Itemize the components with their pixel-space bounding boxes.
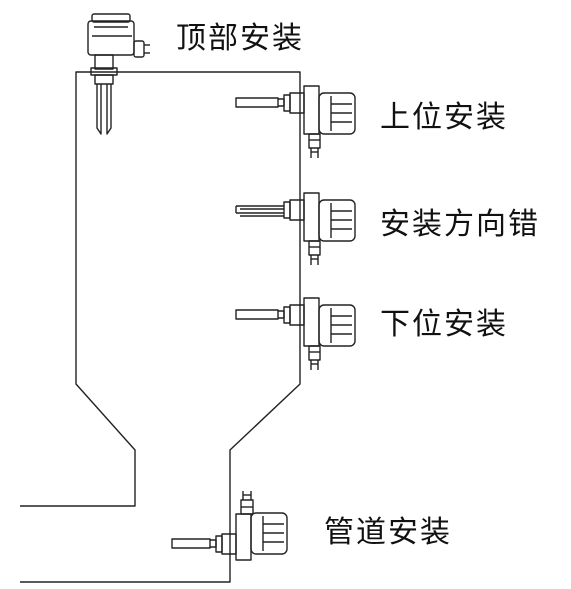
pipe-mount-sensor [171,491,288,561]
vessel-outline [20,71,301,583]
lower-mount-sensor [235,297,356,370]
label-upper-mount: 上位安装 [380,100,508,135]
label-pipe-mount: 管道安装 [324,515,452,550]
label-top-mount: 顶部安装 [176,21,304,56]
upper-mount-sensor [235,85,356,158]
label-wrong-direction: 安装方向错 [380,207,540,242]
top-mount-sensor [87,13,150,135]
label-lower-mount: 下位安装 [380,307,508,342]
wrong-direction-sensor [235,192,356,265]
